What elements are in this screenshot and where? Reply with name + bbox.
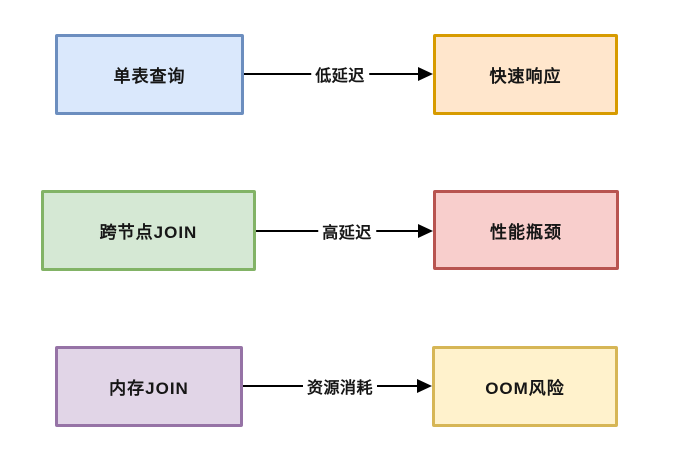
node-memory-join: 内存JOIN — [55, 346, 243, 427]
edge-label-high-latency: 高延迟 — [318, 219, 376, 243]
node-label: OOM风险 — [485, 379, 565, 398]
node-fast-response: 快速响应 — [433, 34, 618, 115]
node-label: 单表查询 — [113, 67, 186, 86]
node-oom-risk: OOM风险 — [432, 346, 618, 427]
node-label: 快速响应 — [489, 67, 562, 86]
node-label: 内存JOIN — [109, 379, 189, 398]
arrowhead-icon — [417, 379, 432, 393]
node-cross-node-join: 跨节点JOIN — [41, 190, 256, 271]
edge-label-low-latency: 低延迟 — [311, 62, 369, 86]
node-performance-bottleneck: 性能瓶颈 — [433, 190, 619, 270]
node-label: 跨节点JOIN — [99, 223, 198, 242]
node-single-table-query: 单表查询 — [55, 34, 244, 115]
arrowhead-icon — [418, 224, 433, 238]
arrowhead-icon — [418, 67, 433, 81]
node-label: 性能瓶颈 — [490, 222, 562, 242]
edge-label-resource-consumption: 资源消耗 — [302, 374, 378, 398]
